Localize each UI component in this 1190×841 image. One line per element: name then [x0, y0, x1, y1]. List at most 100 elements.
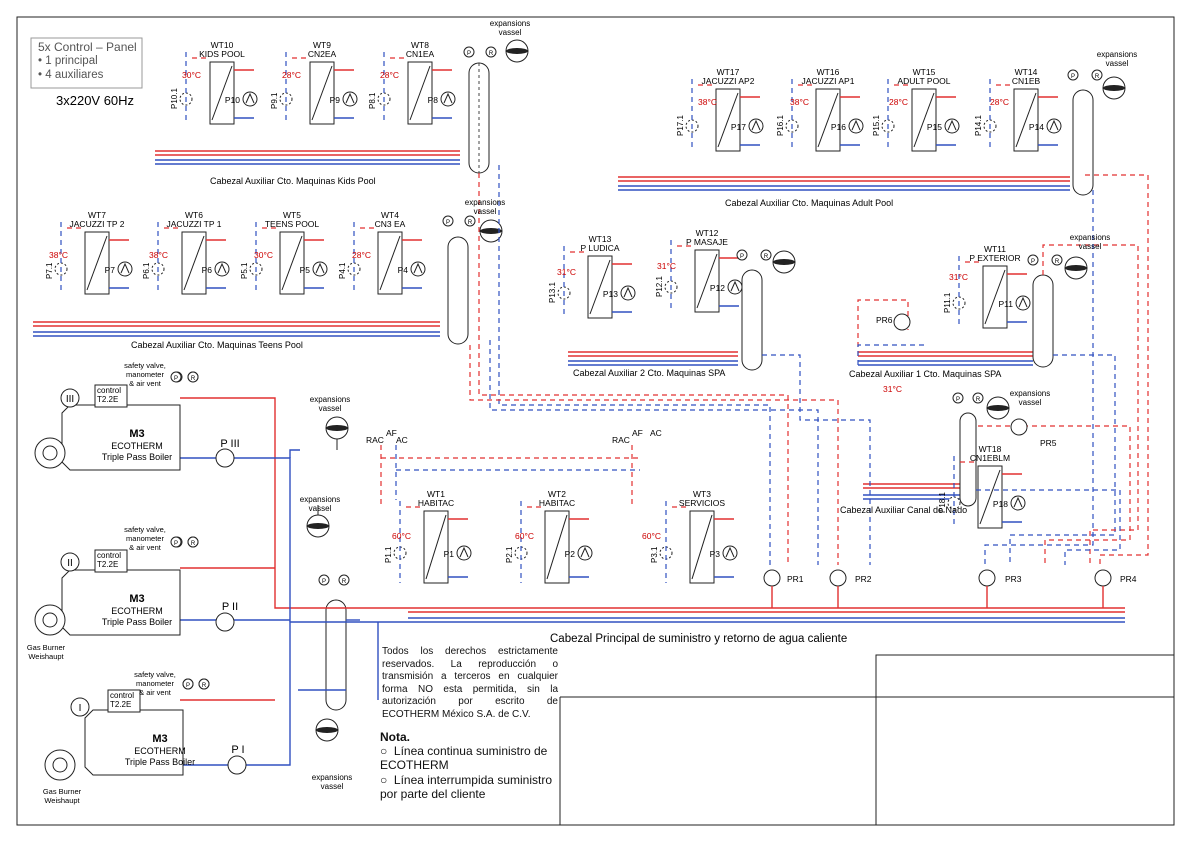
gauge-icon: [485, 46, 497, 58]
boiler-model: M3: [152, 733, 167, 745]
gauge-letter: R: [191, 376, 196, 382]
adult-header: [618, 176, 1070, 191]
safety-valve-label: & air vent: [129, 379, 162, 388]
bypass-pump-label: P1.1: [384, 546, 393, 563]
temperature-setpoint: 28°C: [889, 97, 908, 107]
exchanger-name: P EXTERIOR: [969, 253, 1020, 263]
control-panel-title: 5x Control – Panel: [38, 40, 137, 54]
gauge-icon: [760, 249, 772, 261]
boiler-type: Triple Pass Boiler: [125, 757, 195, 767]
header-label-teens: Cabezal Auxiliar Cto. Maquinas Teens Poo…: [131, 340, 303, 350]
separator-adult: [1072, 89, 1094, 196]
boiler-pump-label: P III: [220, 438, 239, 450]
bypass-pump-label: P10.1: [170, 88, 179, 109]
pump-label: P15: [927, 122, 942, 132]
gauge-letter: P: [174, 376, 178, 382]
pump-label: P14: [1029, 122, 1044, 132]
gauge-icon: [1051, 254, 1063, 266]
pr-pump-label: PR3: [1005, 574, 1022, 584]
separator-spa2: [741, 269, 763, 371]
boiler-numeral: III: [66, 394, 74, 405]
exchanger-id: WT4: [381, 210, 399, 220]
bypass-pump-label: P9.1: [270, 92, 279, 109]
nota-item-1: ○ Línea continua suministro de ECOTHERM: [380, 744, 548, 772]
bypass-pump-label: P5.1: [240, 262, 249, 279]
temperature-setpoint: 28°C: [282, 70, 301, 80]
pump-label: P7: [105, 265, 116, 275]
boiler-brand: ECOTHERM: [134, 746, 186, 756]
boiler-control-model: T2.2E: [97, 395, 118, 404]
exchanger-name: JACUZZI AP2: [702, 76, 755, 86]
burner-label: Weishaupt: [28, 652, 64, 661]
pump-label: P3: [710, 549, 721, 559]
gauge-letter: R: [202, 683, 207, 689]
exchanger-id: WT8: [411, 40, 429, 50]
boiler-model: M3: [129, 428, 144, 440]
bypass-pump-label: P18.1: [938, 492, 947, 513]
gauge-letter: R: [1055, 259, 1060, 265]
exchanger-name: P MASAJE: [686, 237, 728, 247]
client-lines: [469, 165, 1149, 565]
temperature-setpoint: 38°C: [49, 250, 68, 260]
separator-main: [325, 599, 347, 711]
nota-title: Nota.: [380, 730, 410, 744]
pump-label: P8: [428, 95, 439, 105]
exchanger-id: WT15: [913, 67, 936, 77]
gauge-icon: [442, 215, 454, 227]
bypass-pump-label: P3.1: [650, 546, 659, 563]
temperature-setpoint: 38°C: [698, 97, 717, 107]
header-label-adult: Cabezal Auxiliar Cto. Maquinas Adult Poo…: [725, 198, 893, 208]
temperature-setpoint: 30°C: [182, 70, 201, 80]
bypass-pump-label: P15.1: [872, 115, 881, 136]
exchanger-id: WT10: [211, 40, 234, 50]
pump-label: P4: [398, 265, 409, 275]
drawing-frame: [16, 16, 1175, 826]
exchanger-name: CN2EA: [308, 49, 337, 59]
exchanger-id: WT7: [88, 210, 106, 220]
exchanger-name: JACUZZI TP 1: [167, 219, 222, 229]
expansion-vessel-label: vassel: [1019, 398, 1042, 407]
bypass-pump-label: P7.1: [45, 262, 54, 279]
control-panel-item-2-label: 4 auxiliares: [45, 69, 104, 81]
pr-pump-label: PR1: [787, 574, 804, 584]
boiler-control-label: control: [110, 691, 134, 700]
expansion-vessel-label: vassel: [499, 28, 522, 37]
temperature-setpoint: 31°C: [949, 272, 968, 282]
boiler-numeral: II: [67, 558, 73, 569]
pump-label: P11: [999, 299, 1014, 309]
gauge-icon: [198, 678, 210, 690]
temperature-setpoint: 31°C: [557, 267, 576, 277]
safety-valve-label: manometer: [126, 370, 164, 379]
exchanger-id: WT3: [693, 489, 711, 499]
temperature-setpoint: 28°C: [352, 250, 371, 260]
temperature-setpoint: 31°C: [883, 384, 902, 394]
exchanger-name: JACUZZI AP1: [802, 76, 855, 86]
separator-spa1: [1032, 274, 1054, 368]
exchanger-id: WT9: [313, 40, 331, 50]
header-label-spa1: Cabezal Auxiliar 1 Cto. Maquinas SPA: [849, 369, 1001, 379]
safety-valve-label: safety valve,: [134, 670, 176, 679]
kids-header: [155, 150, 460, 165]
expansion-vessel-label: vassel: [474, 207, 497, 216]
temperature-setpoint: 28°C: [990, 97, 1009, 107]
gauge-letter: P: [740, 254, 744, 260]
pr-pump-label: PR6: [876, 315, 893, 325]
bypass-pump-label: P11.1: [943, 292, 952, 313]
expansion-vessel-label: vassel: [1106, 59, 1129, 68]
voltage-label: 3x220V 60Hz: [56, 93, 135, 108]
burner-label: Weishaupt: [44, 796, 80, 805]
nado-header: [863, 483, 960, 500]
gauge-letter: R: [764, 254, 769, 260]
boiler-model: M3: [129, 593, 144, 605]
gauge-icon: [1027, 254, 1039, 266]
gauge-letter: R: [191, 541, 196, 547]
